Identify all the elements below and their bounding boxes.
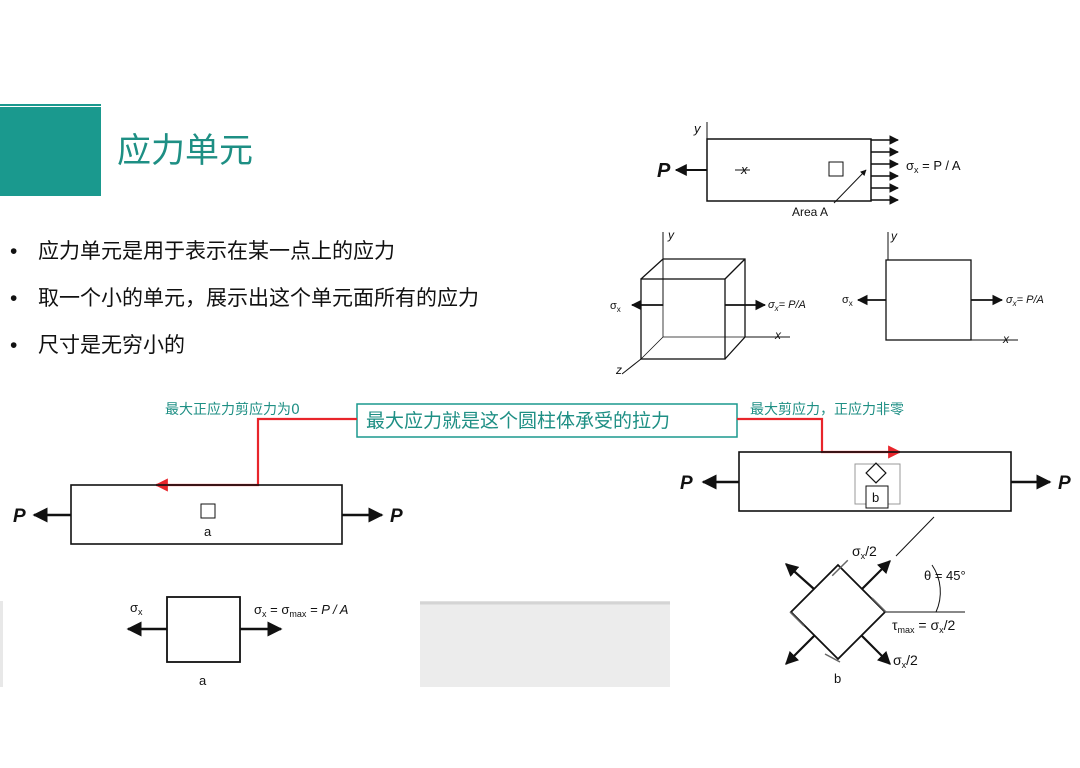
figure-element-b: σx/2 θ = 45° τmax = σx/2 σx/2 b bbox=[785, 516, 966, 686]
sigma-left: σx bbox=[610, 300, 621, 314]
axis-y-label: y bbox=[890, 229, 898, 243]
connector-right bbox=[737, 417, 902, 459]
bullet-dot: • bbox=[10, 334, 17, 357]
force-p-left: P bbox=[13, 506, 26, 527]
bullet-list: • 应力单元是用于表示在某一点上的应力 • 取一个小的单元，展示出这个单元面所有… bbox=[10, 240, 479, 357]
sigma-half-top: σx/2 bbox=[852, 543, 877, 561]
callout-center-label: 最大应力就是这个圆柱体承受的拉力 bbox=[366, 410, 670, 432]
sigma-right: σx= P/A bbox=[768, 299, 806, 313]
bullet-1: 应力单元是用于表示在某一点上的应力 bbox=[38, 240, 395, 263]
placeholder-panel bbox=[420, 601, 670, 687]
element-a-square bbox=[200, 503, 216, 519]
figure-element-a: σx σx = σmax = P / A a bbox=[126, 596, 348, 688]
figure-b-label: b bbox=[834, 671, 841, 686]
figure-bar-area: y P x σx = P / A Area A bbox=[657, 121, 961, 219]
connector-left bbox=[154, 417, 357, 492]
element-a-label: a bbox=[204, 524, 212, 539]
bullet-dot: • bbox=[10, 287, 17, 310]
callout-left-label: 最大正应力剪应力为0 bbox=[165, 401, 300, 418]
title-bar-accent bbox=[0, 107, 101, 196]
area-label: Area A bbox=[792, 205, 828, 219]
callout-right-label: 最大剪应力，正应力非零 bbox=[750, 401, 904, 418]
tau-max-label: τmax = σx/2 bbox=[892, 617, 956, 635]
force-p-left: P bbox=[680, 473, 693, 494]
sigma-max-equation: σx = σmax = P / A bbox=[254, 602, 348, 619]
sigma-half-bottom: σx/2 bbox=[893, 652, 918, 670]
force-p-label: P bbox=[657, 160, 671, 182]
callout-center-box bbox=[356, 403, 738, 438]
axis-y-label: y bbox=[667, 228, 675, 242]
bullet-dot: • bbox=[10, 240, 17, 263]
figure-cube: y x z σx σx= P/A bbox=[610, 228, 806, 377]
bullet-3: 尺寸是无穷小的 bbox=[38, 334, 185, 357]
sigma-x-left: σx bbox=[130, 600, 143, 617]
axis-x-label: x bbox=[740, 162, 748, 177]
axis-y-label: y bbox=[693, 121, 702, 136]
element-b-diamond bbox=[865, 462, 887, 484]
force-p-right: P bbox=[390, 506, 403, 527]
stress-equation: σx = P / A bbox=[906, 158, 961, 175]
sigma-right: σx= P/A bbox=[1006, 294, 1044, 308]
figure-bar-a: P P a bbox=[13, 484, 403, 545]
angle-label: θ = 45° bbox=[924, 568, 966, 583]
figure-square-element: y x σx σx= P/A bbox=[842, 229, 1044, 346]
figure-bar-b: P P b bbox=[680, 451, 1071, 512]
element-b-label: b bbox=[872, 490, 879, 505]
left-edge-mark bbox=[0, 601, 3, 687]
axis-x-label: x bbox=[1002, 332, 1010, 346]
axis-x-label: x bbox=[774, 328, 782, 342]
bullet-2: 取一个小的单元，展示出这个单元面所有的应力 bbox=[38, 287, 479, 310]
force-p-right: P bbox=[1058, 473, 1071, 494]
sigma-left: σx bbox=[842, 294, 853, 308]
small-element bbox=[828, 161, 844, 177]
axis-z-label: z bbox=[615, 363, 622, 377]
slide-title: 应力单元 bbox=[117, 131, 253, 171]
figure-a-label: a bbox=[199, 673, 207, 688]
